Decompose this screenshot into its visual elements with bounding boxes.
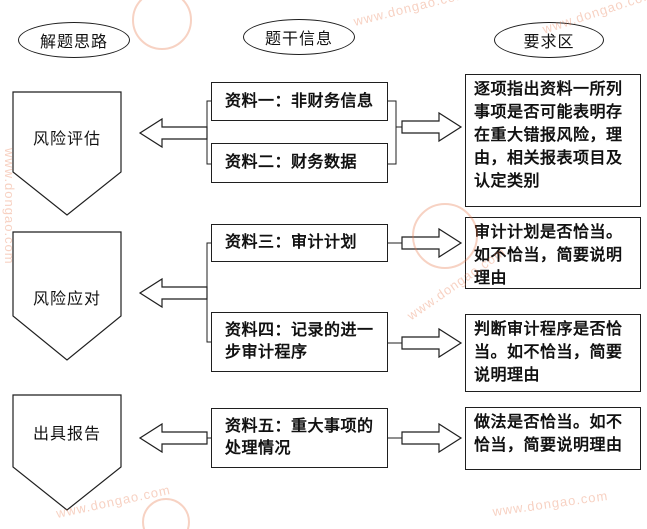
connector-line xyxy=(388,100,397,165)
stage-label-issue-report: 出具报告 xyxy=(32,426,101,443)
material-box-5: 资料五：重大事项的处理情况 xyxy=(211,408,388,468)
stage-pentagon-risk-assessment xyxy=(12,91,122,216)
flow-arrow-right-icon xyxy=(401,327,463,359)
material-box-2: 资料二：财务数据 xyxy=(211,143,388,183)
material-box-4: 资料四：记录的进一步审计程序 xyxy=(211,312,388,372)
flow-arrow-left-icon xyxy=(138,117,208,149)
flow-arrow-right-icon xyxy=(401,227,463,259)
stage-pentagon-risk-response xyxy=(12,231,122,361)
flow-arrow-left-icon xyxy=(138,422,208,454)
column-header-solution-approach: 解题思路 xyxy=(18,22,130,58)
flow-arrow-right-icon xyxy=(401,111,463,143)
stage-pentagon-issue-report xyxy=(12,394,122,511)
requirement-box-3: 判断审计程序是否恰当。如不恰当，简要说明理由 xyxy=(465,314,641,392)
column-header-label: 解题思路 xyxy=(39,34,108,51)
material-box-3: 资料三：审计计划 xyxy=(211,224,388,262)
column-header-requirements: 要求区 xyxy=(494,22,604,58)
material-box-1: 资料一：非财务信息 xyxy=(211,82,388,121)
stage-label-risk-assessment: 风险评估 xyxy=(32,131,101,148)
column-header-stem-info: 题干信息 xyxy=(243,19,355,55)
requirement-box-2: 审计计划是否恰当。如不恰当，简要说明理由 xyxy=(465,217,641,289)
requirement-box-4: 做法是否恰当。如不恰当，简要说明理由 xyxy=(465,407,641,470)
column-header-label: 题干信息 xyxy=(264,31,333,48)
stage-label-risk-response: 风险应对 xyxy=(32,291,101,308)
flow-arrow-left-icon xyxy=(138,277,208,309)
column-header-label: 要求区 xyxy=(523,34,575,51)
flow-arrow-right-icon xyxy=(401,422,463,454)
requirement-box-1: 逐项指出资料一所列事项是否可能表明存在重大错报风险，理由，相关报表项目及认定类别 xyxy=(465,74,641,207)
